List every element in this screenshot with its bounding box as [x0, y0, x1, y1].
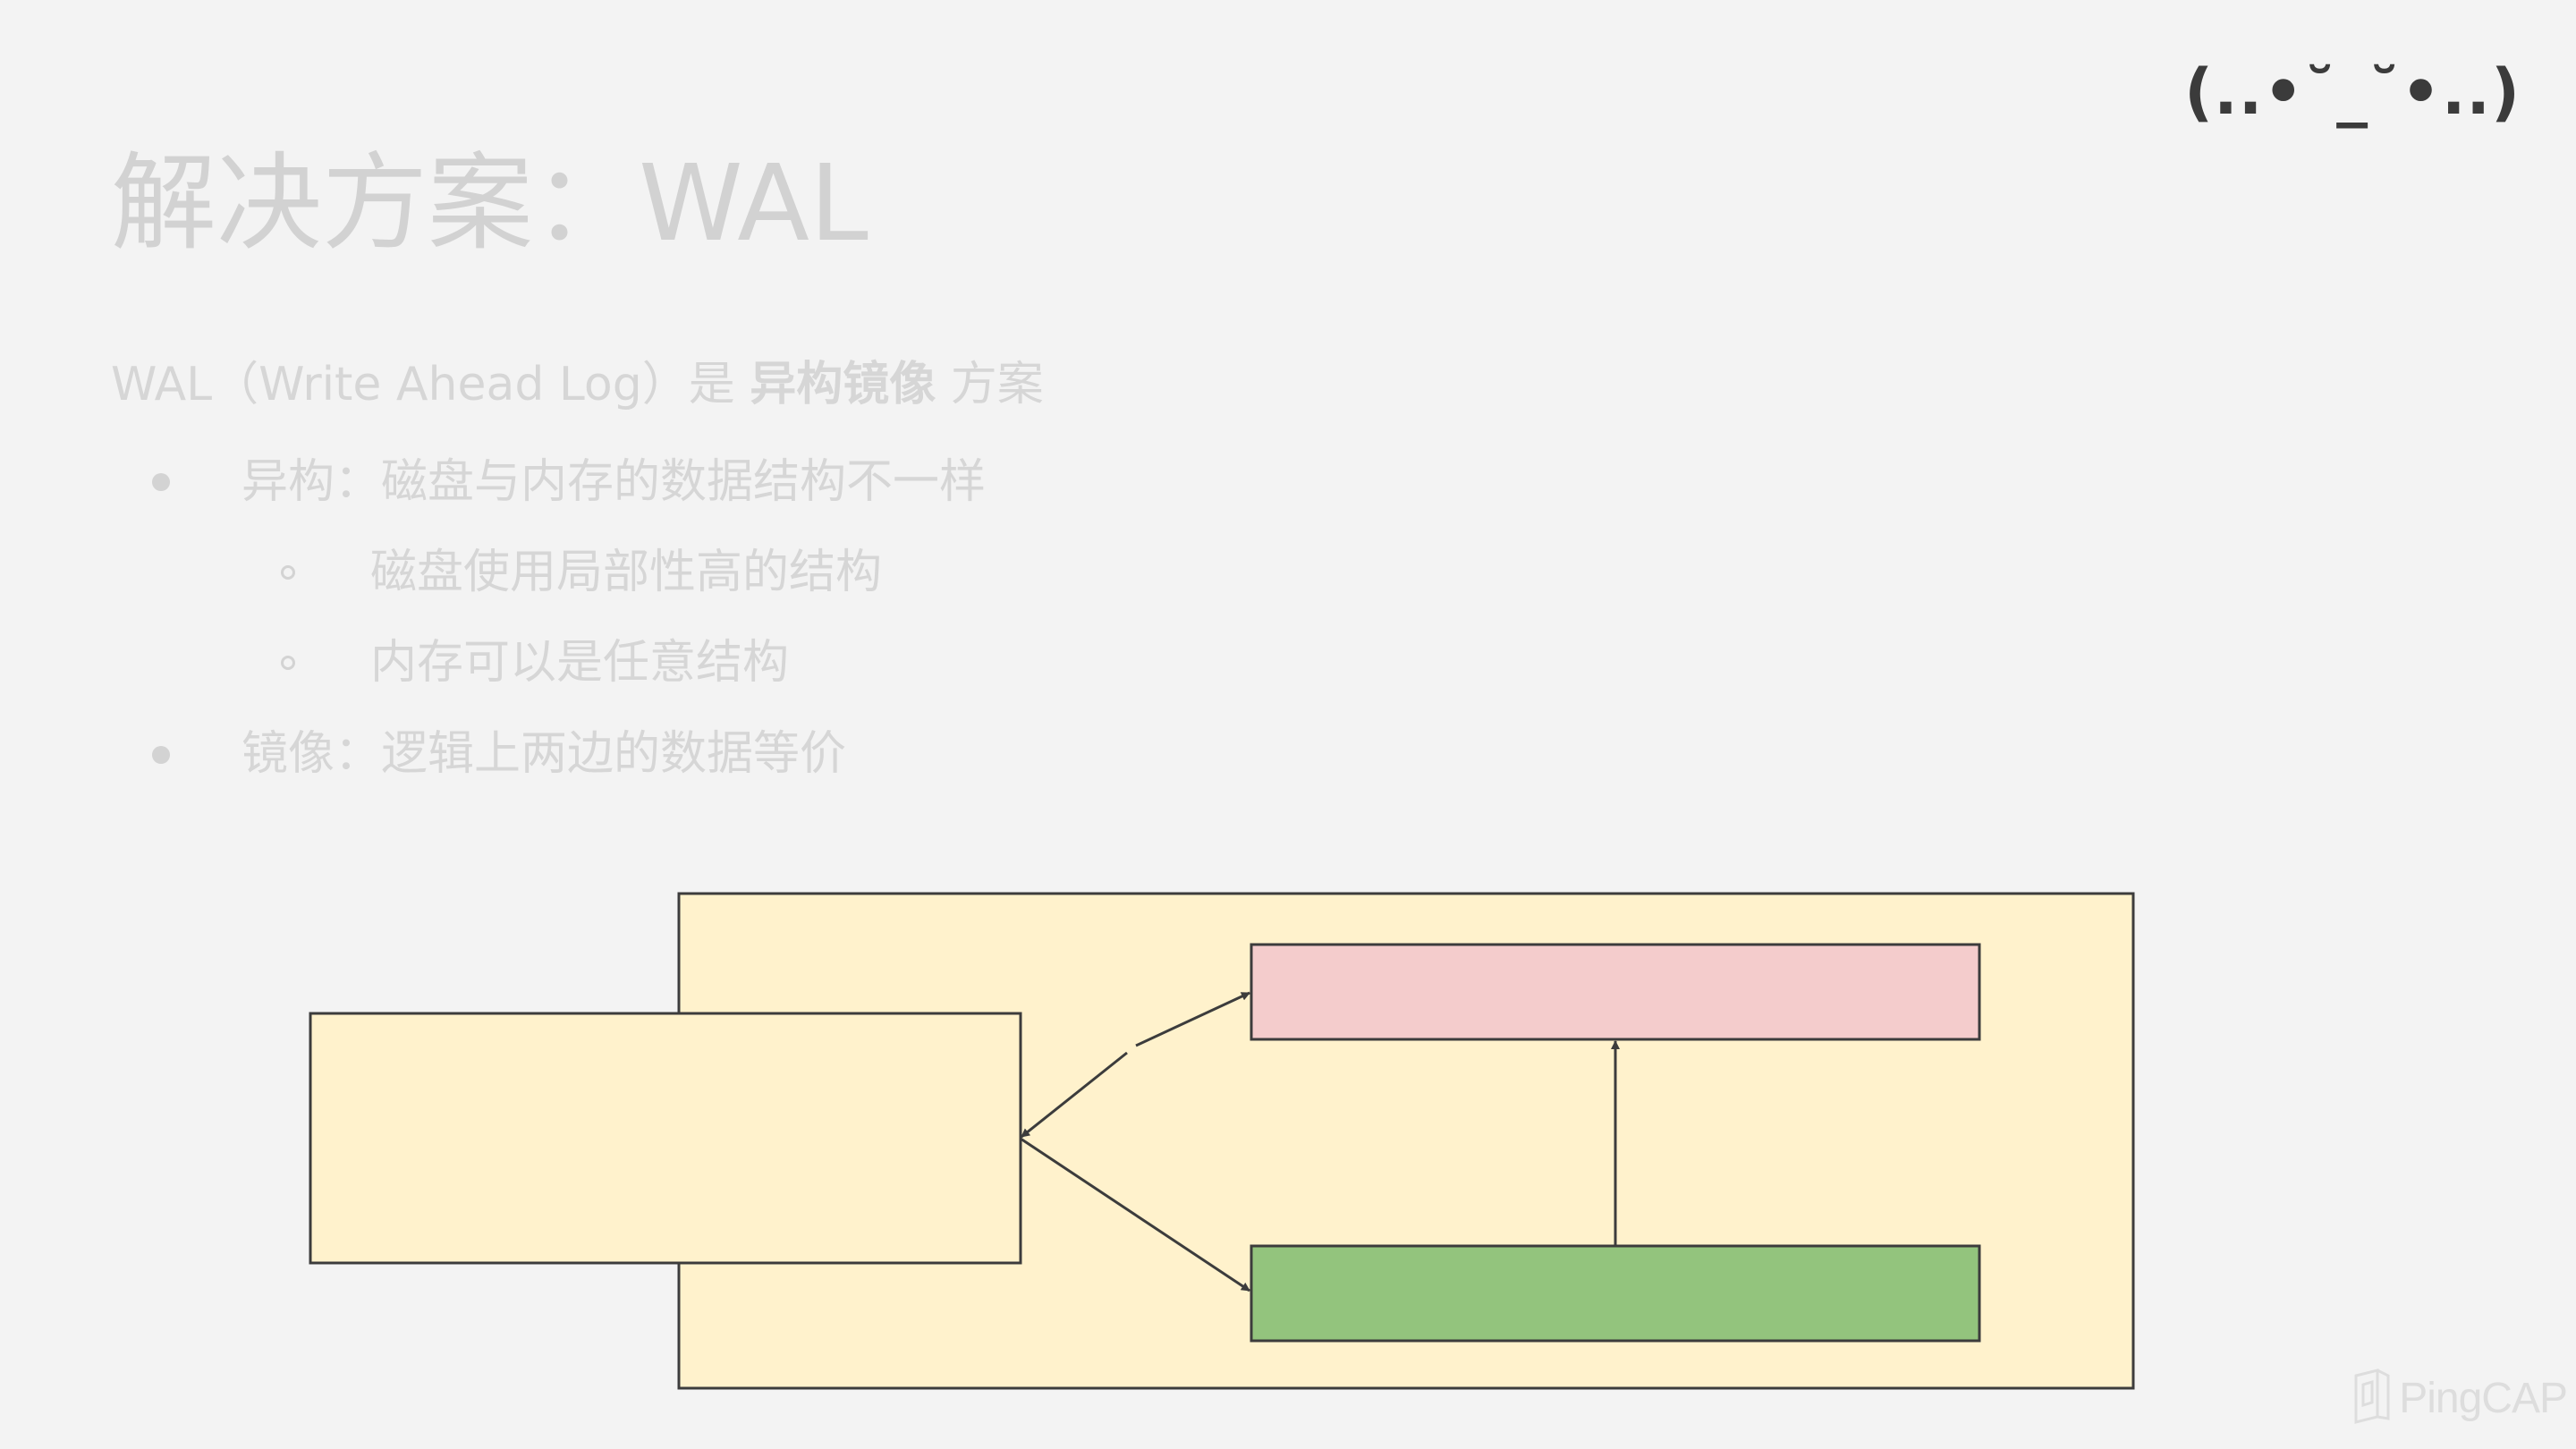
intro-text: WAL（Write Ahead Log）是 异构镜像 方案 [111, 361, 1044, 408]
sub-bullet-memory-structure: 内存可以是任意结构 [370, 636, 790, 690]
slide-title: 解决方案：WAL [111, 141, 869, 265]
bullet-mirror: 镜像：逻辑上两边的数据等价 [242, 727, 847, 781]
arrow-to-left-box [1021, 1051, 1128, 1139]
pingcap-logo-icon [2351, 1367, 2394, 1429]
top-box [1250, 943, 1981, 1041]
bullet-dot-icon [152, 746, 170, 764]
arrow-to-bottom-box [1020, 1137, 1250, 1292]
arrow-to-top-box [1135, 991, 1250, 1047]
sub-bullet-ring-icon [281, 656, 295, 670]
intro-suffix: 方案 [936, 358, 1044, 411]
pingcap-logo-text: PingCAP [2399, 1374, 2568, 1422]
bottom-box [1250, 1244, 1981, 1343]
left-box [309, 1012, 1022, 1265]
kaomoji-decoration: (..•˘_˘•..) [2184, 55, 2521, 129]
sub-bullet-disk-structure: 磁盘使用局部性高的结构 [370, 546, 883, 599]
sub-bullet-ring-icon [281, 565, 295, 580]
bullet-heterogeneous: 异构：磁盘与内存的数据结构不一样 [242, 455, 987, 509]
intro-prefix: WAL（Write Ahead Log）是 [111, 358, 750, 411]
bullet-dot-icon [152, 473, 170, 491]
pingcap-logo: PingCAP [2351, 1367, 2568, 1429]
intro-emphasis: 异构镜像 [750, 358, 936, 411]
